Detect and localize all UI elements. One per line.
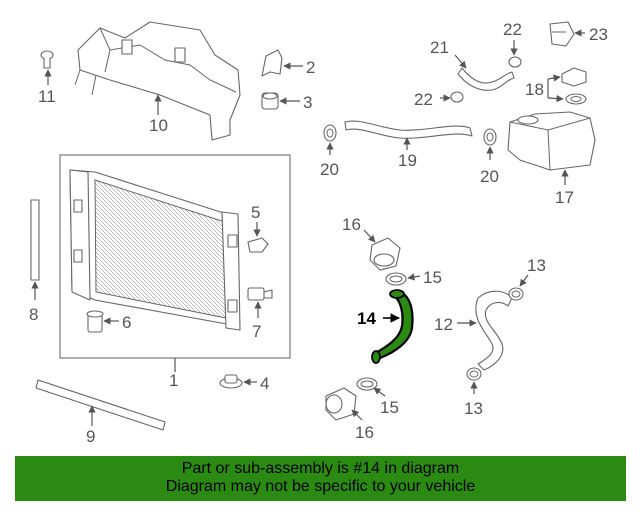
- callout-22b: 22: [414, 90, 433, 109]
- side-seal-part-8: [30, 199, 40, 281]
- callout-5: 5: [251, 203, 260, 222]
- leader-15a: [407, 273, 421, 281]
- fitting-part-6: [86, 310, 104, 333]
- banner-line-2: Diagram may not be specific to your vehi…: [165, 478, 476, 495]
- insulator-part-3: [261, 92, 279, 110]
- callout-20a: 20: [320, 160, 339, 179]
- callout-20b: 20: [480, 167, 499, 186]
- callout-18: 18: [525, 80, 544, 99]
- callout-22a: 22: [503, 20, 522, 39]
- callout-4: 4: [260, 374, 269, 393]
- cap-part-18: [561, 67, 587, 105]
- callout-2: 2: [306, 58, 315, 77]
- callout-12: 12: [434, 315, 453, 334]
- water-outlet-part-16-top: [369, 237, 401, 271]
- water-outlet-part-16-bottom: [325, 387, 357, 421]
- callout-17: 17: [555, 188, 574, 207]
- clamp-part-22-top: [508, 56, 522, 68]
- leader-16b: [351, 409, 363, 421]
- callout-15b: 15: [380, 398, 399, 417]
- air-baffle-part-10: [74, 21, 241, 141]
- clamp-part-13-top: [508, 287, 524, 301]
- grommet-part-4: [219, 374, 243, 389]
- callout-8: 8: [29, 305, 38, 324]
- clamp-part-20-right: [483, 128, 497, 146]
- callout-16a: 16: [342, 215, 361, 234]
- leader-15b: [373, 387, 386, 397]
- callout-13a: 13: [527, 256, 546, 275]
- callout-11: 11: [38, 87, 56, 106]
- drain-cock-part-5: [247, 237, 269, 253]
- clamp-part-15-top: [385, 272, 407, 286]
- callout-7: 7: [252, 322, 261, 341]
- bracket-part-2: [261, 49, 283, 77]
- callout-3: 3: [303, 93, 312, 112]
- callout-1: 1: [169, 371, 178, 390]
- leader-18a: [547, 74, 561, 82]
- lower-hose-part-14: [371, 289, 414, 364]
- hose-part-12: [475, 290, 513, 371]
- callout-6: 6: [122, 313, 131, 332]
- clamp-part-20-left: [323, 124, 337, 142]
- callout-13b: 13: [464, 399, 483, 418]
- reservoir-part-17: [507, 111, 596, 171]
- callout-14: 14: [357, 309, 376, 328]
- callout-21: 21: [430, 38, 449, 57]
- clamp-part-22-left: [450, 91, 464, 103]
- sensor-part-7: [247, 287, 273, 301]
- callout-10: 10: [149, 116, 168, 135]
- upper-hose-part-19: [344, 120, 473, 139]
- leader-21: [454, 54, 467, 69]
- info-banner: Part or sub-assembly is #14 in diagram D…: [15, 456, 626, 501]
- callout-23: 23: [589, 25, 608, 44]
- callout-9: 9: [86, 427, 95, 446]
- sensor-part-23: [549, 21, 575, 47]
- push-pin-part-11: [40, 50, 54, 69]
- leader-16a: [363, 229, 376, 243]
- clamp-part-15-bottom: [356, 377, 378, 391]
- lower-seal-part-9: [35, 379, 166, 431]
- radiator-part-1: [69, 169, 241, 331]
- leader-18b: [547, 94, 564, 103]
- leader-13a: [519, 274, 529, 287]
- banner-line-1: Part or sub-assembly is #14 in diagram: [181, 460, 460, 477]
- clamp-part-13-bottom: [466, 367, 482, 381]
- bleed-hose-part-21: [457, 67, 515, 91]
- callout-19: 19: [398, 151, 417, 170]
- callout-16b: 16: [355, 423, 374, 442]
- callout-15a: 15: [423, 268, 442, 287]
